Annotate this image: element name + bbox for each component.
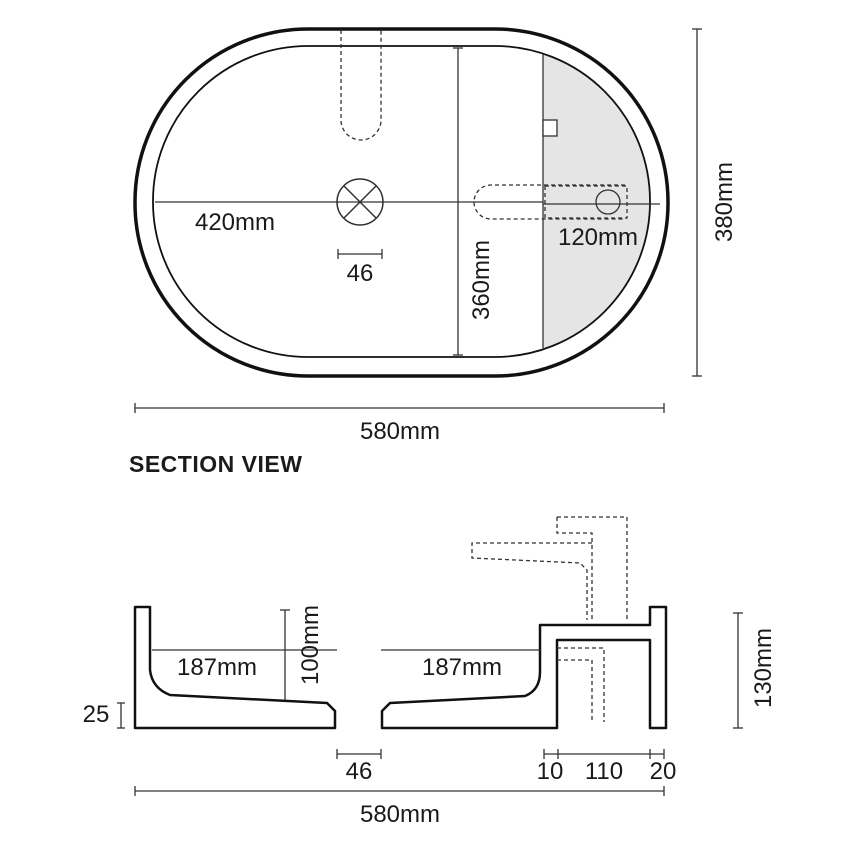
label-height: 130mm xyxy=(750,628,777,708)
basin-section-right xyxy=(380,605,668,730)
tap-outline xyxy=(471,516,628,622)
tap-marker xyxy=(542,119,558,137)
basin-outer-rim xyxy=(133,27,670,378)
label-tap-offset: 120mm xyxy=(558,224,638,251)
waste-outline-section xyxy=(557,647,605,722)
basin-section-left xyxy=(133,605,337,730)
section-title: SECTION VIEW xyxy=(129,451,302,477)
label-right-reach: 187mm xyxy=(422,654,502,681)
label-waste-section: 46 xyxy=(346,758,373,785)
label-left-reach: 187mm xyxy=(177,654,257,681)
label-end-wall: 20 xyxy=(650,758,677,785)
label-waste: 46 xyxy=(347,260,374,287)
basin-inner-edge xyxy=(152,45,651,358)
label-overall-length: 580mm xyxy=(360,418,440,445)
label-length: 420mm xyxy=(195,209,275,236)
section-view: SECTION VIEW xyxy=(83,451,777,828)
label-inner-width: 360mm xyxy=(468,240,495,320)
tap-slot xyxy=(473,184,625,220)
label-wall: 10 xyxy=(537,758,564,785)
label-overall-width: 380mm xyxy=(711,162,738,242)
label-overall-length-section: 580mm xyxy=(360,801,440,828)
tap-hole xyxy=(595,189,621,215)
label-depth: 100mm xyxy=(297,605,324,685)
plan-view: 420mm 120mm 360mm 46 380mm 580mm xyxy=(133,27,738,445)
overflow-slot xyxy=(340,30,382,141)
label-shelf: 110 xyxy=(585,758,623,785)
tap-body-outline xyxy=(544,185,628,219)
label-base: 25 xyxy=(83,701,110,728)
